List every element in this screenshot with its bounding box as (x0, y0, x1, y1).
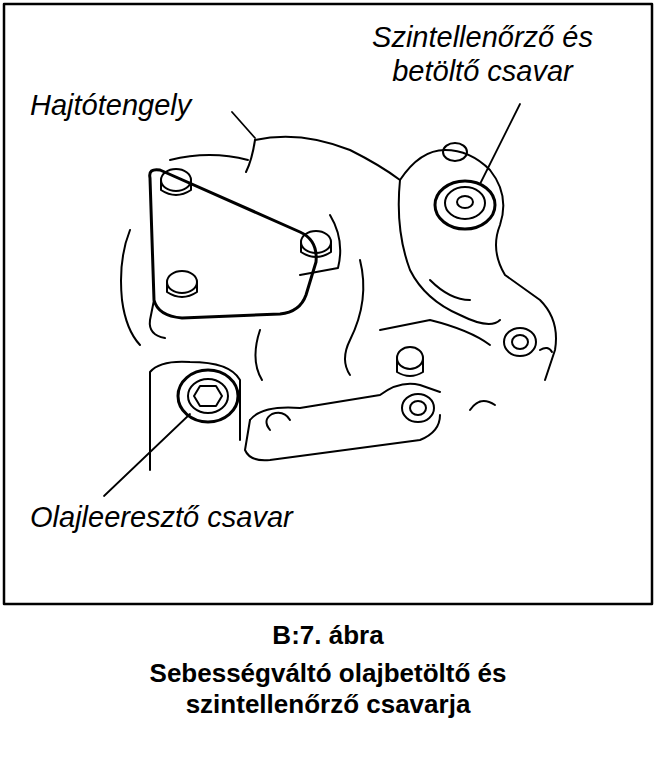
figure-caption: Sebességváltó olajbetöltő és szintellenő… (93, 658, 563, 720)
drain-plug (150, 362, 240, 470)
mounting-bracket (245, 347, 440, 460)
drive-shaft (170, 137, 400, 275)
figure-number: B:7. ábra (93, 620, 563, 651)
figure-frame (4, 4, 652, 604)
flange-plate (121, 169, 331, 345)
part-label: Hajtótengely (30, 88, 191, 122)
part-label: Olajleeresztő csavar (30, 500, 293, 534)
filler-plug (435, 181, 495, 229)
leader-lines (104, 104, 520, 496)
part-label: Szintellenőrző és betöltő csavar (330, 20, 635, 88)
gearbox-housing (255, 143, 556, 410)
